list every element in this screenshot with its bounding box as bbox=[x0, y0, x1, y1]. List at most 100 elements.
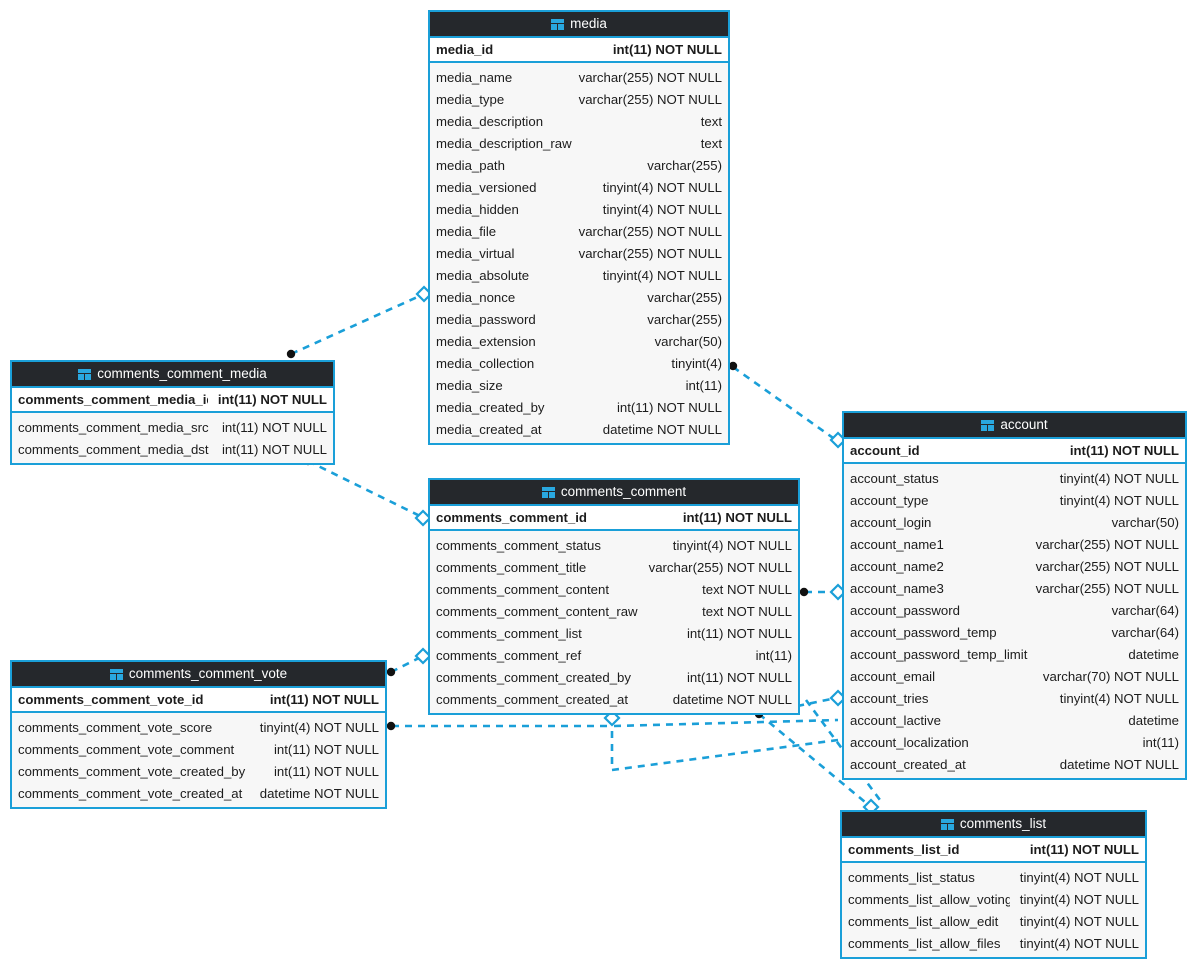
field-name: account_name2 bbox=[850, 558, 944, 574]
field-type: varchar(70) NOT NULL bbox=[1042, 668, 1179, 684]
edge-dot bbox=[286, 349, 296, 359]
field-row[interactable]: comments_comment_content_raw text NOT NUL… bbox=[430, 600, 798, 622]
field-type: datetime NOT NULL bbox=[602, 421, 722, 437]
entity-header-comments_comment[interactable]: comments_comment bbox=[430, 480, 798, 506]
entity-header-comments_comment_media[interactable]: comments_comment_media bbox=[12, 362, 333, 388]
field-name: media_id bbox=[436, 42, 494, 57]
field-name: account_lactive bbox=[850, 712, 941, 728]
field-row[interactable]: account_password varchar(64) bbox=[844, 599, 1185, 621]
field-row[interactable]: media_created_at datetime NOT NULL bbox=[430, 418, 728, 440]
entity-header-comments_list[interactable]: comments_list bbox=[842, 812, 1145, 838]
field-name: media_description_raw bbox=[436, 135, 572, 151]
field-name: comments_comment_content bbox=[436, 581, 609, 597]
entity-header-comments_comment_vote[interactable]: comments_comment_vote bbox=[12, 662, 385, 688]
field-type: tinyint(4) NOT NULL bbox=[602, 267, 722, 283]
field-row[interactable]: account_password_temp varchar(64) bbox=[844, 621, 1185, 643]
edge-ccv-comment bbox=[390, 654, 424, 674]
field-type: text NOT NULL bbox=[702, 603, 792, 619]
field-type: tinyint(4) NOT NULL bbox=[672, 537, 792, 553]
field-type: int(11) NOT NULL bbox=[682, 510, 792, 525]
edge-dot bbox=[728, 361, 738, 371]
field-type: varchar(255) NOT NULL bbox=[578, 69, 722, 85]
field-row[interactable]: media_description_raw text bbox=[430, 132, 728, 154]
field-type: tinyint(4) NOT NULL bbox=[1019, 935, 1139, 951]
field-name: media_collection bbox=[436, 355, 535, 371]
field-name: account_password_temp bbox=[850, 624, 997, 640]
field-type: tinyint(4) NOT NULL bbox=[1019, 869, 1139, 885]
field-name: comments_comment_content_raw bbox=[436, 603, 638, 619]
field-type: tinyint(4) NOT NULL bbox=[1059, 492, 1179, 508]
entity-header-account[interactable]: account bbox=[844, 413, 1185, 439]
table-icon bbox=[981, 419, 995, 431]
field-name: account_password bbox=[850, 602, 960, 618]
field-type: tinyint(4) NOT NULL bbox=[259, 719, 379, 735]
field-type: varchar(64) bbox=[1111, 602, 1179, 618]
field-name: comments_comment_vote_created_by bbox=[18, 763, 246, 779]
field-name: media_created_at bbox=[436, 421, 542, 437]
field-type: varchar(64) bbox=[1111, 624, 1179, 640]
field-type: datetime NOT NULL bbox=[672, 691, 792, 707]
field-type: text bbox=[700, 135, 722, 151]
entity-header-media[interactable]: media bbox=[430, 12, 728, 38]
field-type: tinyint(4) NOT NULL bbox=[1019, 891, 1139, 907]
